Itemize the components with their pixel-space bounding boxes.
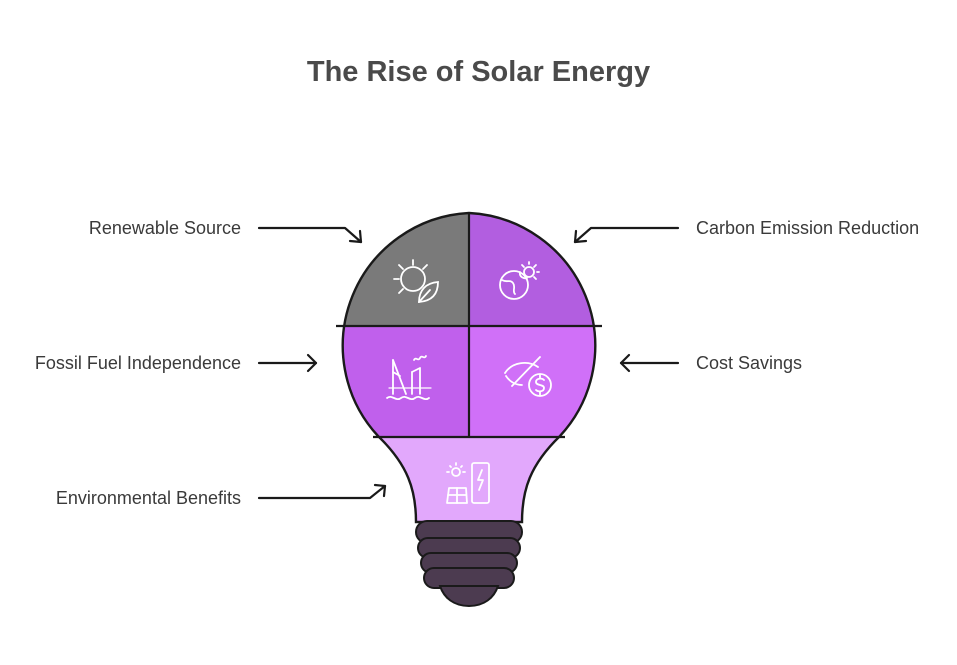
arrow-environmental-benefits (257, 484, 387, 500)
label-environmental-benefits: Environmental Benefits (56, 488, 241, 508)
label-fossil-fuel-independence: Fossil Fuel Independence (35, 353, 241, 373)
segment-renewable-source (342, 213, 469, 326)
bulb-base (415, 520, 523, 608)
oil-rig-icon (386, 355, 432, 401)
label-renewable-source: Renewable Source (89, 218, 241, 238)
arrow-renewable-source (257, 226, 363, 244)
segment-fossil-fuel-independence (342, 326, 469, 437)
solar-charging-icon (446, 462, 490, 504)
segment-dividers (336, 213, 602, 439)
diagram-title: The Rise of Solar Energy (306, 56, 651, 88)
label-carbon-emission-reduction: Carbon Emission Reduction (696, 218, 919, 238)
segment-carbon-emission-reduction (469, 213, 596, 326)
label-cost-savings: Cost Savings (696, 353, 802, 373)
segment-environmental-benefits (342, 437, 596, 522)
globe-sun-icon (499, 261, 540, 300)
no-eye-dollar-icon (504, 356, 552, 397)
segment-cost-savings (469, 326, 596, 437)
arrow-carbon-emission-reduction (573, 226, 680, 244)
arrows (257, 226, 680, 500)
sun-leaf-icon (393, 259, 439, 303)
